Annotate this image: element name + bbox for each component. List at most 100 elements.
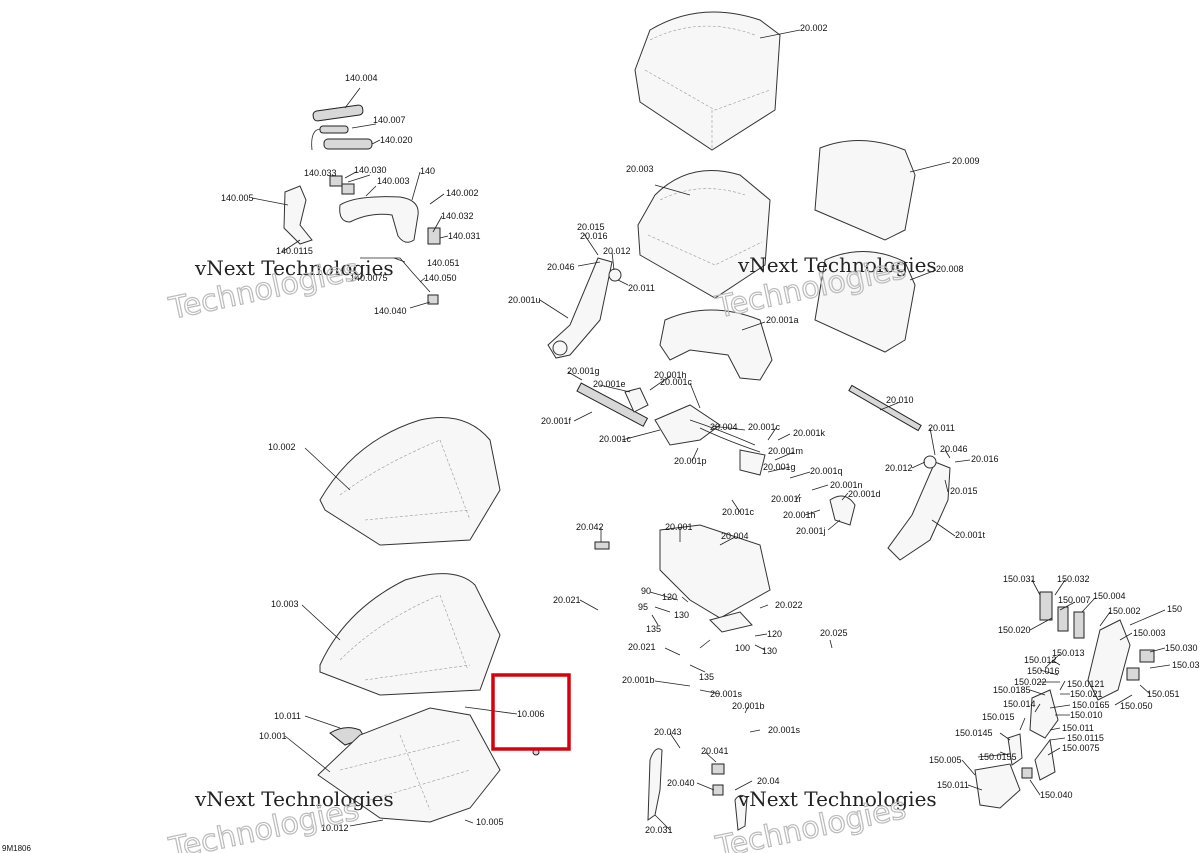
label-20-001q: 20.001q <box>810 466 843 476</box>
strap-20-031 <box>734 794 748 831</box>
label-140-033: 140.033 <box>304 168 337 178</box>
label-20-041: 20.041 <box>701 746 729 756</box>
backrest-cover-20-002 <box>634 11 781 151</box>
label-20-001p: 20.001p <box>674 456 707 466</box>
switch-150-030 <box>1139 649 1155 663</box>
label-120: 120 <box>662 592 677 602</box>
seat-10-003 <box>319 573 501 696</box>
label-20-001c-b: 20.001c <box>748 422 781 432</box>
label-90: 90 <box>641 586 651 596</box>
wire-140-007 <box>311 128 321 151</box>
label-20-001r: 20.001r <box>771 494 802 504</box>
rod-20-001f <box>576 382 649 427</box>
clip-20-040 <box>712 784 724 796</box>
label-150-032: 150.032 <box>1057 574 1090 584</box>
watermark-4-line1: vNext Technologies <box>737 787 937 811</box>
label-20-008: 20.008 <box>936 264 964 274</box>
label-150-021: 150.021 <box>1070 689 1103 699</box>
label-130-b: 130 <box>762 646 777 656</box>
backrest-foam-20-003 <box>637 170 771 299</box>
cable-20-043 <box>647 748 663 821</box>
label-20-015: 20.015 <box>577 222 605 232</box>
handle-20-001d <box>829 495 856 526</box>
label-20-021-b: 20.021 <box>628 642 656 652</box>
label-20-043: 20.043 <box>654 727 682 737</box>
pivot-20-001u <box>552 340 568 356</box>
connector-140-040 <box>427 294 439 305</box>
label-20-001e: 20.001e <box>593 379 626 389</box>
lever-20-001g <box>739 449 766 476</box>
label-20-046: 20.046 <box>547 262 575 272</box>
label-20-001c-c: 20.001c <box>599 434 632 444</box>
backrest-cover-contours <box>644 25 771 150</box>
label-20-001c-d: 20.001c <box>722 507 755 517</box>
label-20-011-b: 20.011 <box>928 423 955 433</box>
pad-20-008 <box>814 251 916 353</box>
grip-140-020 <box>323 138 373 150</box>
label-20-046-b: 20.046 <box>940 444 968 454</box>
label-150-0185: 150.0185 <box>993 685 1031 695</box>
label-150: 150 <box>1167 604 1182 614</box>
base-20-001 <box>659 524 771 619</box>
bracket-150-010 <box>1029 689 1059 739</box>
watermark-3-line1: vNext Technologies <box>194 787 394 811</box>
label-20-031: 20.031 <box>645 825 673 835</box>
lever-150-0155 <box>1007 733 1023 766</box>
washer-20-011 <box>923 455 937 469</box>
label-140-032: 140.032 <box>441 211 474 221</box>
label-150-022: 150.022 <box>1014 677 1047 687</box>
frame-20-001a <box>659 309 773 381</box>
label-150-0075: 150.0075 <box>1062 743 1100 753</box>
label-20-001m: 20.001m <box>768 446 803 456</box>
pad-20-009 <box>814 140 916 241</box>
label-20-001b: 20.001b <box>622 675 655 685</box>
label-150-0145: 150.0145 <box>955 728 993 738</box>
cable-140-0075 <box>360 257 431 293</box>
label-20-002: 20.002 <box>800 23 828 33</box>
label-140-050: 140.050 <box>424 273 457 283</box>
label-150-0121: 150.0121 <box>1067 679 1105 689</box>
label-150-016: 150.016 <box>1027 666 1060 676</box>
grip-140-007 <box>319 125 349 134</box>
label-135-b: 135 <box>699 672 714 682</box>
label-20-001g-b: 20.001g <box>763 462 796 472</box>
label-150-005: 150.005 <box>929 755 962 765</box>
label-100: 100 <box>735 643 750 653</box>
plate-140-032 <box>427 227 441 245</box>
backrest-group <box>634 11 916 381</box>
watermarks: vNext Technologies Technologies vNext Te… <box>165 250 937 853</box>
label-140-007: 140.007 <box>373 115 406 125</box>
grip-150-004 <box>1073 611 1085 639</box>
label-20-001t: 20.001t <box>955 530 986 540</box>
label-150-0165: 150.0165 <box>1072 700 1110 710</box>
label-150-007: 150.007 <box>1058 595 1091 605</box>
label-95: 95 <box>638 602 648 612</box>
label-20-016: 20.016 <box>580 231 608 241</box>
label-150-014: 150.014 <box>1003 699 1036 709</box>
label-20-001a: 20.001a <box>766 315 799 325</box>
label-20-044: 20.04 <box>757 776 780 786</box>
label-20-001u: 20.001u <box>508 295 541 305</box>
seat-group <box>317 417 540 823</box>
label-150-015: 150.015 <box>982 712 1015 722</box>
label-20-040: 20.040 <box>667 778 695 788</box>
label-140-031: 140.031 <box>448 231 481 241</box>
watermark-2-line1: vNext Technologies <box>737 253 937 277</box>
label-150-040: 150.040 <box>1040 790 1073 800</box>
label-150-031: 150.031 <box>1003 574 1036 584</box>
label-150-0115: 150.0115 <box>1067 733 1104 743</box>
label-150-011: 150.011 <box>1062 723 1094 733</box>
label-20-001h-b: 20.001h <box>783 510 816 520</box>
label-20-021: 20.021 <box>553 595 581 605</box>
label-120-b: 120 <box>767 629 782 639</box>
label-20-001s: 20.001s <box>710 689 743 699</box>
label-20-003: 20.003 <box>626 164 654 174</box>
plate-150-007 <box>1039 591 1053 621</box>
label-20-016-b: 20.016 <box>971 454 999 464</box>
switch-140-030 <box>341 183 355 195</box>
label-20-001s-b: 20.001s <box>768 725 801 735</box>
label-135: 135 <box>646 624 661 634</box>
grip-140-004 <box>312 104 364 122</box>
label-150-020: 150.020 <box>998 625 1031 635</box>
